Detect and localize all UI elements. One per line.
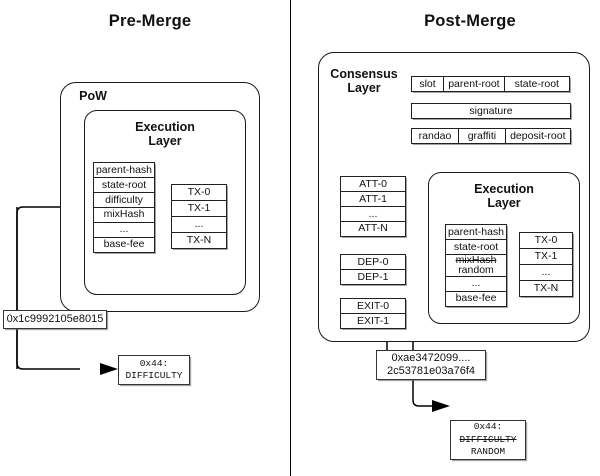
field-cell: difficulty — [93, 191, 155, 208]
tx-cell: ... — [171, 215, 227, 233]
opcode-box-left: 0x44: DIFFICULTY — [118, 355, 190, 385]
opcode-replacement-right: RANDOM — [470, 446, 506, 458]
consensus-row-2: signature — [411, 103, 571, 119]
attestation-cell: ATT-1 — [340, 190, 406, 207]
tx-cell: TX-N — [519, 279, 573, 297]
attestations-stack: ATT-0 ATT-1 ... ATT-N — [340, 176, 406, 237]
attestation-cell: ... — [340, 205, 406, 222]
page-title-post-merge: Post-Merge — [424, 12, 516, 30]
consensus-cell: randao — [411, 128, 459, 144]
tx-fields-left: TX-0 TX-1 ... TX-N — [171, 184, 227, 249]
consensus-layer-label: Consensus Layer — [325, 67, 403, 95]
arrowhead-right-opcode — [432, 400, 450, 412]
attestation-cell: ATT-N — [340, 220, 406, 237]
consensus-cell: parent-root — [442, 76, 505, 92]
opcode-box-right: 0x44: DIFFICULTY RANDOM — [450, 420, 526, 460]
tx-cell: TX-N — [171, 231, 227, 249]
tx-fields-right: TX-0 TX-1 ... TX-N — [519, 232, 573, 297]
opcode-name-right: DIFFICULTY — [459, 433, 517, 445]
deposits-stack: DEP-0 DEP-1 — [340, 254, 406, 285]
header-fields-right: parent-hash state-root mixHash random ..… — [445, 224, 507, 307]
field-cell: base-fee — [93, 236, 155, 253]
execution-layer-label-line1: Execution — [474, 182, 534, 196]
tx-cell: TX-0 — [171, 184, 227, 201]
attestation-cell: ATT-0 — [340, 176, 406, 192]
field-old-value: mixHash — [455, 253, 497, 266]
execution-layer-label-line2: Layer — [148, 134, 182, 148]
pow-label: PoW — [79, 89, 107, 103]
field-cell: parent-hash — [93, 162, 155, 178]
wire-right-hash-to-opcode — [412, 378, 444, 407]
opcode-code-left: 0x44: — [139, 357, 169, 369]
consensus-cell: slot — [411, 76, 444, 92]
hash-label-left: 0x1c9992105e8015 — [3, 310, 107, 329]
consensus-cell: deposit-root — [504, 128, 571, 144]
execution-layer-label-left: Execution Layer — [84, 120, 246, 148]
tx-cell: ... — [519, 263, 573, 281]
field-cell: ... — [445, 275, 507, 292]
field-cell: state-root — [445, 238, 507, 255]
deposit-cell: DEP-1 — [340, 268, 406, 285]
arrowhead-left-opcode — [100, 363, 118, 375]
execution-layer-label-line1: Execution — [135, 120, 195, 134]
exit-cell: EXIT-0 — [340, 298, 406, 314]
page-title-pre-merge: Pre-Merge — [108, 12, 192, 30]
deposit-cell: DEP-0 — [340, 254, 406, 270]
tx-cell: TX-1 — [171, 199, 227, 217]
consensus-label-line2: Layer — [347, 81, 381, 95]
consensus-cell: state-root — [503, 76, 570, 92]
exits-stack: EXIT-0 EXIT-1 — [340, 298, 406, 329]
consensus-cell: signature — [411, 103, 571, 119]
hash-line-1: 0xae3472099.... — [391, 352, 471, 365]
execution-layer-label-line2: Layer — [487, 196, 521, 210]
hash-line-2: 2c53781e03a76f4 — [386, 365, 476, 377]
consensus-label-line1: Consensus — [330, 67, 398, 81]
consensus-row-1: slot parent-root state-root — [411, 76, 571, 92]
execution-layer-label-right: Execution Layer — [428, 182, 580, 210]
opcode-name-left: DIFFICULTY — [125, 370, 183, 381]
field-cell: base-fee — [445, 290, 507, 307]
consensus-cell: graffiti — [457, 128, 506, 144]
field-cell: parent-hash — [445, 224, 507, 240]
header-fields-left: parent-hash state-root difficulty mixHas… — [93, 162, 155, 253]
field-cell: state-root — [93, 176, 155, 193]
tx-cell: TX-1 — [519, 247, 573, 265]
consensus-row-3: randao graffiti deposit-root — [411, 128, 571, 144]
panel-divider — [290, 0, 291, 476]
field-cell-changed: mixHash random — [445, 253, 507, 277]
hash-label-right: 0xae3472099.... 2c53781e03a76f4 — [376, 350, 486, 380]
field-cell: ... — [93, 221, 155, 238]
opcode-code-right: 0x44: — [473, 421, 503, 433]
exit-cell: EXIT-1 — [340, 312, 406, 329]
field-new-value: random — [458, 264, 494, 277]
tx-cell: TX-0 — [519, 232, 573, 249]
field-cell: mixHash — [93, 206, 155, 223]
